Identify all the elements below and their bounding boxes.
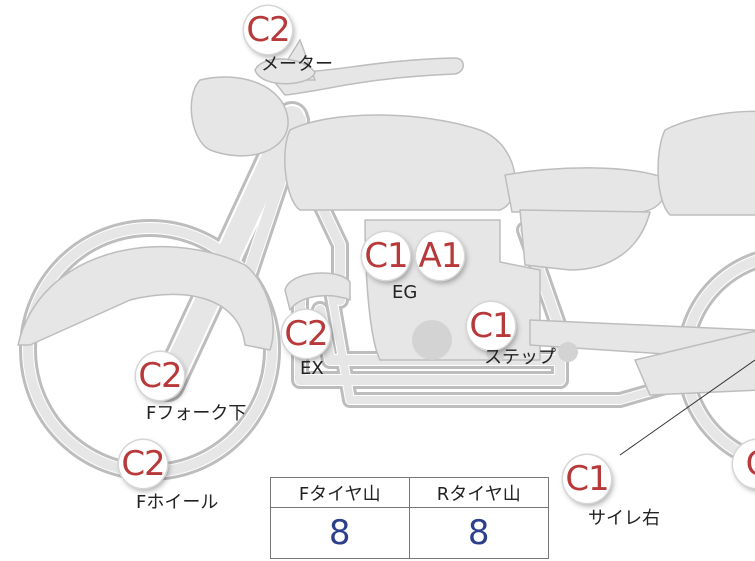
- rear-tire-tread-header: Rタイヤ山: [409, 478, 548, 508]
- tire-tread-table: Fタイヤ山 Rタイヤ山 8 8: [270, 477, 549, 559]
- rear-tire-tread-value: 8: [467, 513, 490, 553]
- meter-grade-badge: C2: [244, 6, 292, 54]
- exhaust-label: EX: [300, 358, 324, 379]
- silencer-right-grade-badge: C1: [563, 455, 611, 503]
- silencer-right-label: サイレ右: [588, 508, 660, 529]
- front-tire-tread-header: Fタイヤ山: [271, 478, 410, 508]
- front-wheel-label: Fホイール: [136, 492, 219, 513]
- meter-label: メーター: [261, 54, 333, 75]
- front-wheel-grade-badge: C2: [119, 440, 167, 488]
- engine-grade-badge-right: A1: [416, 232, 464, 280]
- engine-label: EG: [392, 282, 418, 303]
- step-grade-badge: C1: [467, 302, 515, 350]
- front-fork-grade-badge: C2: [136, 352, 184, 400]
- exhaust-grade-badge: C2: [282, 310, 330, 358]
- front-tire-tread-value: 8: [271, 508, 410, 558]
- front-fork-lower-label: Fフォーク下: [146, 403, 247, 424]
- rear-partial-grade-badge: C: [733, 440, 755, 488]
- engine-grade-badge-left: C1: [362, 232, 410, 280]
- step-label: ステップ: [484, 347, 556, 368]
